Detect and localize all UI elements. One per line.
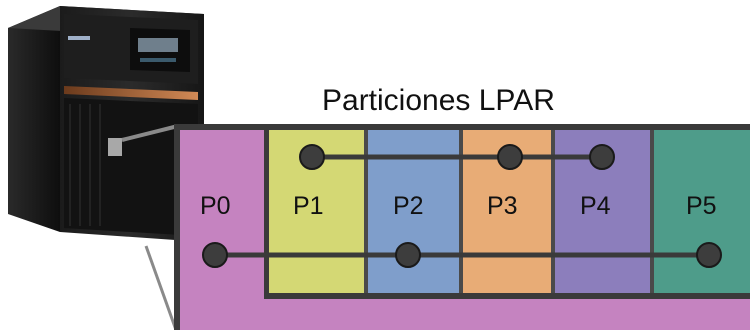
partition-label-p2: P2: [393, 192, 424, 220]
partition-label-p1: P1: [293, 192, 324, 220]
partition-label-p5: P5: [686, 192, 717, 220]
partition-label-p3: P3: [487, 192, 518, 220]
diagram-title: Particiones LPAR: [322, 84, 555, 117]
node-p3: [497, 144, 523, 170]
partition-group-frame: [264, 124, 750, 299]
node-p4: [589, 144, 615, 170]
node-p5: [696, 242, 722, 268]
partition-label-p0: P0: [200, 192, 231, 220]
partition-diagram: P0 P1 P2 P3 P4 P5: [174, 124, 750, 330]
node-p1: [299, 144, 325, 170]
zoom-source-highlight: [108, 138, 122, 156]
node-p0: [202, 242, 228, 268]
interconnect-bus: [202, 144, 722, 268]
node-p2: [395, 242, 421, 268]
partition-label-p4: P4: [580, 192, 611, 220]
